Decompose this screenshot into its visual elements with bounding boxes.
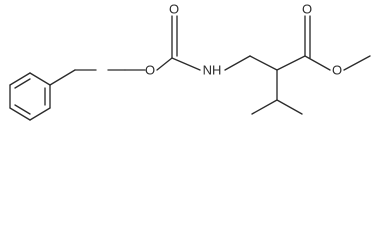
bond bbox=[9, 107, 31, 121]
bond bbox=[343, 55, 371, 71]
bond bbox=[29, 72, 51, 86]
atom-label-ester-carbonyl-oxygen: O bbox=[302, 2, 312, 17]
bond bbox=[171, 57, 201, 71]
atom-label-carbamate-ester-oxygen: O bbox=[145, 63, 155, 78]
bond bbox=[276, 99, 303, 115]
bond bbox=[156, 57, 173, 71]
chemical-structure: O O NH O O bbox=[9, 2, 371, 121]
bond bbox=[304, 55, 331, 71]
atom-label-ester-methoxy-oxygen: O bbox=[332, 63, 342, 78]
atom-label-group: O O NH O O bbox=[145, 2, 342, 78]
atom-label-carbamate-carbonyl-oxygen: O bbox=[169, 2, 179, 17]
double-bond-inner bbox=[14, 104, 31, 115]
bond bbox=[276, 55, 306, 71]
bond bbox=[251, 99, 278, 115]
bond bbox=[49, 69, 76, 86]
bond bbox=[9, 72, 31, 86]
bond bbox=[224, 55, 251, 71]
double-bond-inner bbox=[14, 78, 31, 89]
bond bbox=[29, 107, 51, 121]
bond bbox=[249, 55, 278, 71]
atom-label-amide-nitrogen: NH bbox=[203, 63, 222, 78]
benzene-ring bbox=[9, 72, 51, 121]
